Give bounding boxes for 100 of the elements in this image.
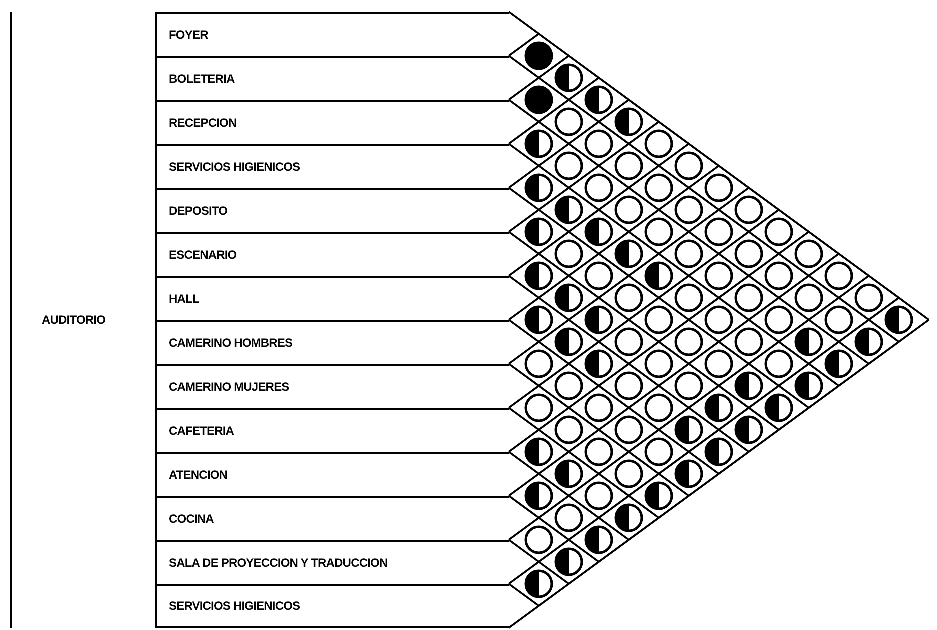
empty-circle-symbol	[794, 283, 824, 313]
empty-circle-symbol	[734, 283, 764, 313]
empty-circle-symbol	[524, 525, 554, 555]
empty-circle-symbol	[824, 305, 854, 335]
empty-circle-symbol	[734, 239, 764, 269]
half-filled-circle-symbol	[674, 459, 704, 489]
half-filled-circle-symbol	[584, 85, 614, 115]
half-filled-circle-symbol	[524, 173, 554, 203]
room-label: SALA DE PROYECCION Y TRADUCCION	[169, 556, 388, 570]
half-filled-circle-symbol	[524, 261, 554, 291]
half-filled-circle-symbol	[824, 349, 854, 379]
group-header-cell	[10, 12, 157, 628]
room-label: SERVICIOS HIGIENICOS	[169, 599, 300, 613]
half-filled-circle-symbol	[554, 63, 584, 93]
half-filled-circle-symbol	[524, 305, 554, 335]
half-filled-circle-symbol	[704, 437, 734, 467]
group-label: AUDITORIO	[42, 313, 106, 327]
half-filled-circle-symbol	[584, 217, 614, 247]
empty-circle-symbol	[614, 151, 644, 181]
empty-circle-symbol	[764, 305, 794, 335]
half-filled-circle-symbol	[644, 481, 674, 511]
half-filled-circle-symbol	[584, 349, 614, 379]
empty-circle-symbol	[704, 261, 734, 291]
empty-circle-symbol	[554, 107, 584, 137]
empty-circle-symbol	[704, 349, 734, 379]
empty-circle-symbol	[554, 371, 584, 401]
empty-circle-symbol	[674, 195, 704, 225]
empty-circle-symbol	[584, 173, 614, 203]
room-label: DEPOSITO	[169, 204, 228, 218]
half-filled-circle-symbol	[704, 393, 734, 423]
half-filled-circle-symbol	[794, 327, 824, 357]
room-label: ESCENARIO	[169, 248, 237, 262]
room-label: SERVICIOS HIGIENICOS	[169, 160, 300, 174]
filled-circle-symbol	[524, 41, 554, 71]
empty-circle-symbol	[554, 239, 584, 269]
room-label: CAFETERIA	[169, 424, 234, 438]
room-label: BOLETERIA	[169, 72, 235, 86]
empty-circle-symbol	[584, 129, 614, 159]
half-filled-circle-symbol	[554, 547, 584, 577]
empty-circle-symbol	[614, 459, 644, 489]
room-row-cell	[157, 584, 509, 628]
empty-circle-symbol	[614, 415, 644, 445]
empty-circle-symbol	[584, 261, 614, 291]
room-label: CAMERINO HOMBRES	[169, 336, 293, 350]
half-filled-circle-symbol	[524, 481, 554, 511]
empty-circle-symbol	[674, 151, 704, 181]
empty-circle-symbol	[524, 393, 554, 423]
empty-circle-symbol	[734, 327, 764, 357]
half-filled-circle-symbol	[674, 415, 704, 445]
empty-circle-symbol	[644, 305, 674, 335]
empty-circle-symbol	[674, 327, 704, 357]
half-filled-circle-symbol	[524, 217, 554, 247]
empty-circle-symbol	[614, 195, 644, 225]
half-filled-circle-symbol	[614, 503, 644, 533]
empty-circle-symbol	[644, 217, 674, 247]
half-filled-circle-symbol	[734, 371, 764, 401]
half-filled-circle-symbol	[794, 371, 824, 401]
half-filled-circle-symbol	[524, 129, 554, 159]
empty-circle-symbol	[794, 239, 824, 269]
half-filled-circle-symbol	[854, 327, 884, 357]
half-filled-circle-symbol	[614, 107, 644, 137]
empty-circle-symbol	[554, 151, 584, 181]
empty-circle-symbol	[704, 305, 734, 335]
empty-circle-symbol	[854, 283, 884, 313]
room-label: FOYER	[169, 28, 208, 42]
empty-circle-symbol	[584, 393, 614, 423]
half-filled-circle-symbol	[554, 459, 584, 489]
empty-circle-symbol	[554, 503, 584, 533]
half-filled-circle-symbol	[524, 437, 554, 467]
empty-circle-symbol	[584, 437, 614, 467]
room-label: COCINA	[169, 512, 214, 526]
empty-circle-symbol	[764, 349, 794, 379]
half-filled-circle-symbol	[554, 327, 584, 357]
room-label: CAMERINO MUJERES	[169, 380, 290, 394]
empty-circle-symbol	[734, 195, 764, 225]
room-label: ATENCION	[169, 468, 228, 482]
filled-circle-symbol	[524, 85, 554, 115]
empty-circle-symbol	[824, 261, 854, 291]
empty-circle-symbol	[644, 173, 674, 203]
half-filled-circle-symbol	[884, 305, 914, 335]
empty-circle-symbol	[614, 371, 644, 401]
empty-circle-symbol	[524, 349, 554, 379]
empty-circle-symbol	[674, 283, 704, 313]
room-label: HALL	[169, 292, 200, 306]
empty-circle-symbol	[644, 393, 674, 423]
empty-circle-symbol	[614, 283, 644, 313]
empty-circle-symbol	[674, 239, 704, 269]
empty-circle-symbol	[584, 481, 614, 511]
empty-circle-symbol	[614, 327, 644, 357]
empty-circle-symbol	[644, 437, 674, 467]
empty-circle-symbol	[704, 173, 734, 203]
empty-circle-symbol	[644, 129, 674, 159]
half-filled-circle-symbol	[764, 393, 794, 423]
empty-circle-symbol	[554, 415, 584, 445]
half-filled-circle-symbol	[734, 415, 764, 445]
half-filled-circle-symbol	[584, 305, 614, 335]
empty-circle-symbol	[644, 349, 674, 379]
half-filled-circle-symbol	[554, 195, 584, 225]
empty-circle-symbol	[764, 217, 794, 247]
empty-circle-symbol	[704, 217, 734, 247]
